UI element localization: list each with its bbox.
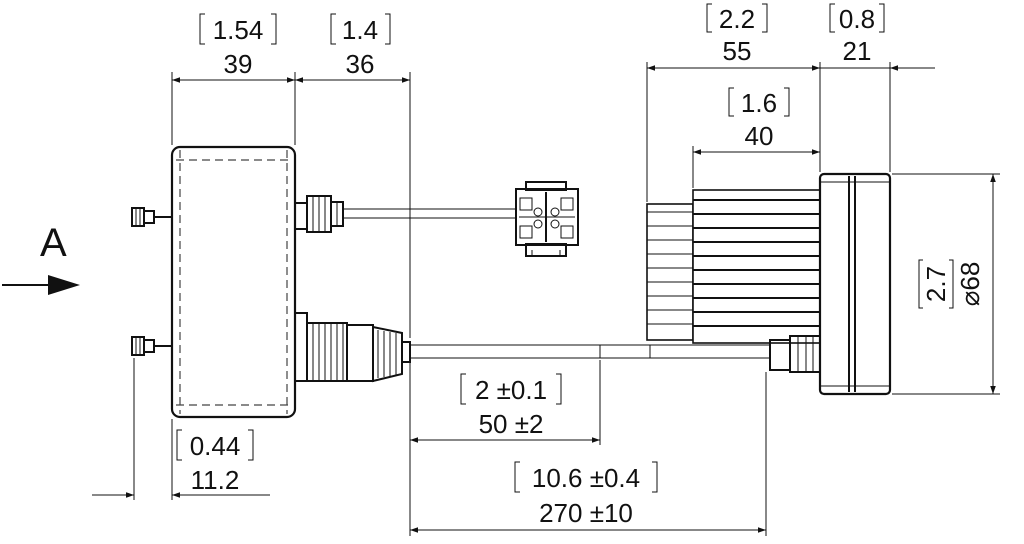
dim-front-ring-inch: 0.8 xyxy=(839,4,875,34)
dim-diameter-mm: ⌀68 xyxy=(955,262,985,307)
housing-body xyxy=(170,145,297,419)
view-direction-arrowhead xyxy=(48,275,80,295)
dim-bolt-offset-inch: 0.44 xyxy=(190,431,241,461)
led-heatsink-unit xyxy=(646,172,892,396)
dim-short-cable-inch: 2 ±0.1 xyxy=(475,375,547,405)
dimension-fin-length: 1.6 40 xyxy=(692,87,820,188)
upper-cable-gland xyxy=(294,195,344,233)
terminal-connector xyxy=(515,181,579,257)
dim-long-cable-inch: 10.6 ±0.4 xyxy=(532,463,640,493)
dim-heatsink-length-inch: 2.2 xyxy=(719,4,755,34)
lower-round-connector xyxy=(294,312,411,383)
dim-connector-depth-inch: 1.4 xyxy=(342,15,378,45)
control-housing xyxy=(170,145,297,419)
lower-cable xyxy=(410,344,770,359)
heatsink-rear-block xyxy=(646,203,694,341)
dimension-short-cable: 2 ±0.1 50 ±2 xyxy=(409,360,601,536)
dimension-housing-depth: 1.54 39 xyxy=(171,13,296,145)
cable-sleeve xyxy=(599,344,651,359)
dimension-diameter: 2.7 ⌀68 xyxy=(892,173,1000,395)
heatsink-fins xyxy=(692,189,821,344)
dimension-bolt-offset: 0.44 11.2 xyxy=(92,358,270,500)
view-direction-label: A xyxy=(40,221,67,265)
view-direction-indicator: A xyxy=(2,221,80,295)
mounting-bolt-bottom xyxy=(131,336,172,356)
dim-housing-depth-inch: 1.54 xyxy=(213,15,264,45)
dim-housing-depth-mm: 39 xyxy=(224,49,253,79)
dimension-connector-depth: 1.4 36 xyxy=(295,13,411,338)
dim-diameter-inch: 2.7 xyxy=(921,266,951,302)
dim-heatsink-length-mm: 55 xyxy=(723,36,752,66)
dim-short-cable-mm: 50 ±2 xyxy=(479,409,544,439)
dim-fin-length-inch: 1.6 xyxy=(741,88,777,118)
dimension-front-ring: 0.8 21 xyxy=(820,3,935,172)
dim-front-ring-mm: 21 xyxy=(843,36,872,66)
dim-long-cable-mm: 270 ±10 xyxy=(539,498,633,528)
dim-connector-depth-mm: 36 xyxy=(346,49,375,79)
dim-fin-length-mm: 40 xyxy=(745,121,774,151)
dim-bolt-offset-mm: 11.2 xyxy=(191,465,240,495)
upper-cable xyxy=(343,208,516,219)
dimension-long-cable: 10.6 ±0.4 270 ±10 xyxy=(410,372,767,536)
dimension-heatsink-length: 2.2 55 xyxy=(646,3,821,202)
mounting-bolt-top xyxy=(131,207,172,227)
